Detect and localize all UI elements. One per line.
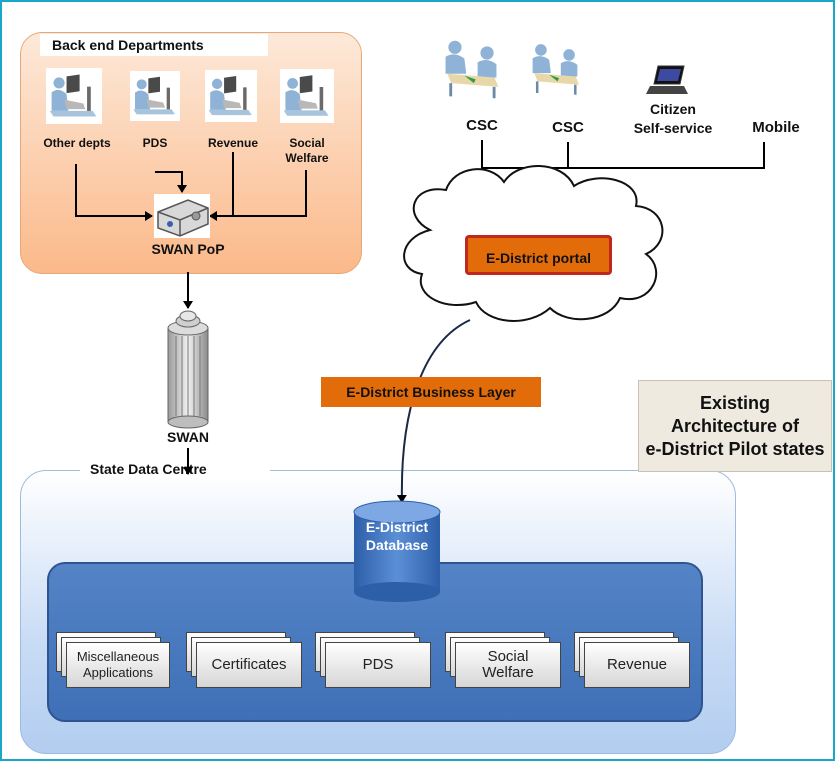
module-revenue: Revenue: [584, 642, 690, 688]
csc-label-1: CSC: [466, 117, 498, 134]
dept-label-other: Other depts: [43, 136, 111, 150]
router-icon: [154, 194, 210, 238]
csc-kiosk-icon-1: [445, 40, 499, 99]
csc-label-2: CSC: [552, 119, 584, 136]
state-data-centre-title: State Data Centre: [80, 458, 270, 480]
architecture-caption-text: Existing Architecture of e-District Pilo…: [645, 392, 825, 459]
dept-label-pds: PDS: [142, 136, 168, 150]
swan-cylinder-icon: [167, 310, 209, 429]
module-misc-applications: Miscellaneous Applications: [66, 642, 170, 688]
module-pds: PDS: [325, 642, 431, 688]
social-welfare-dept-icon: [280, 69, 334, 123]
architecture-caption: Existing Architecture of e-District Pilo…: [638, 380, 832, 472]
e-district-portal-box: E-District portal: [465, 235, 612, 275]
module-stack-pds: PDS: [315, 632, 433, 688]
pds-dept-icon: [130, 71, 180, 121]
module-stack-misc: Miscellaneous Applications: [56, 632, 174, 688]
backend-departments-title: Back end Departments: [40, 34, 268, 56]
laptop-icon: [646, 65, 688, 94]
database-icon: [353, 500, 441, 602]
swan-label: SWAN: [167, 429, 209, 445]
mobile-label: Mobile: [752, 119, 800, 136]
module-certificates: Certificates: [196, 642, 302, 688]
database-label: E-District Database: [365, 519, 429, 553]
revenue-dept-icon: [205, 70, 257, 122]
other-depts-icon: [46, 68, 102, 124]
module-stack-revenue: Revenue: [574, 632, 692, 688]
dept-label-revenue: Revenue: [207, 136, 259, 150]
swan-pop-label: SWAN PoP: [151, 241, 225, 257]
dept-label-social-welfare: Social Welfare: [285, 136, 329, 165]
business-layer-box: E-District Business Layer: [321, 377, 541, 407]
citizen-self-service-label: Citizen Self-service: [633, 101, 713, 136]
csc-kiosk-icon-2: [532, 44, 580, 95]
module-social-welfare: Social Welfare: [455, 642, 561, 688]
module-stack-certificates: Certificates: [186, 632, 304, 688]
module-stack-social-welfare: Social Welfare: [445, 632, 563, 688]
